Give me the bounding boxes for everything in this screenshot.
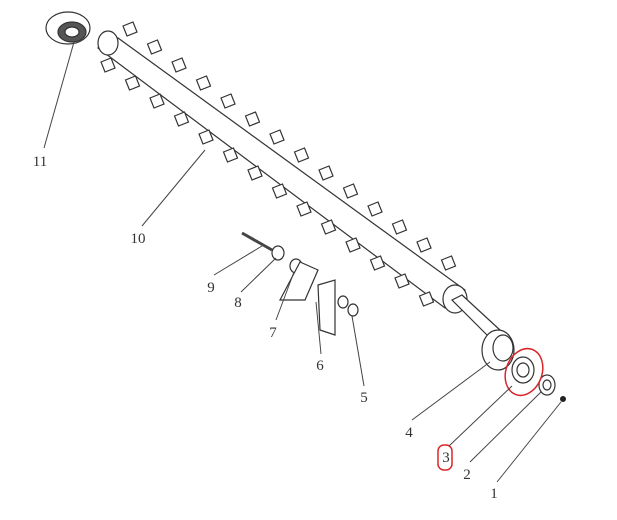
callout-label-1: 1 xyxy=(490,486,498,502)
leader-line-2 xyxy=(469,391,542,463)
callout-label-8: 8 xyxy=(234,295,242,311)
shaft-tab xyxy=(416,237,432,253)
shaft-tab xyxy=(391,219,408,235)
callout-label-10: 10 xyxy=(131,231,146,247)
callout-label-5: 5 xyxy=(360,390,368,406)
shaft-tab xyxy=(345,237,361,253)
leader-line-9 xyxy=(213,245,263,276)
bolt-part-9 xyxy=(241,231,273,252)
shaft-tab xyxy=(296,201,312,217)
shaft-tab xyxy=(171,57,187,73)
bushing-part-2 xyxy=(538,374,556,396)
shaft-tab xyxy=(122,21,138,37)
leader-line-6 xyxy=(315,301,322,355)
leader-line-5 xyxy=(351,315,365,387)
shaft-tab xyxy=(418,291,435,307)
shaft-tab xyxy=(318,165,334,181)
leader-line-8 xyxy=(240,257,277,293)
shaft-tab xyxy=(124,75,141,91)
bearing-housing-part-11 xyxy=(45,11,91,45)
callout-label-9: 9 xyxy=(207,280,215,296)
shaft-tab xyxy=(220,93,236,109)
shaft-tab xyxy=(100,57,116,73)
callout-label-7: 7 xyxy=(269,325,277,341)
highlight-ring-label-3 xyxy=(437,444,453,471)
leader-line-7 xyxy=(275,271,295,321)
shaft-tab xyxy=(146,39,163,55)
shaft-tab xyxy=(369,255,386,271)
leader-line-1 xyxy=(496,401,562,483)
blade-part-6 xyxy=(279,261,336,336)
leader-line-4 xyxy=(411,361,491,421)
highlight-ring-part-3 xyxy=(504,347,544,397)
callout-label-2: 2 xyxy=(463,467,471,483)
bearing-housing-part-4 xyxy=(481,329,515,371)
callout-label-6: 6 xyxy=(316,358,324,374)
shaft-tab xyxy=(247,165,263,181)
rotor-shaft-part-10 xyxy=(96,21,501,339)
leader-line-3 xyxy=(448,385,513,447)
grease-nipple-part-1 xyxy=(560,396,566,402)
shaft-tab xyxy=(342,183,359,199)
shaft-tab xyxy=(320,219,337,235)
shaft-tab xyxy=(195,75,212,91)
shaft-tab xyxy=(222,147,239,163)
shaft-tab xyxy=(149,93,165,109)
leader-line-10 xyxy=(141,149,206,227)
shaft-tab xyxy=(271,183,288,199)
callout-label-4: 4 xyxy=(405,425,413,441)
shaft-tab xyxy=(198,129,214,145)
callout-label-3: 3 xyxy=(442,450,450,466)
shaft-tab xyxy=(367,201,383,217)
seal-part-3 xyxy=(511,356,535,384)
washer-part-8 xyxy=(271,245,285,261)
shaft-tab xyxy=(293,147,310,163)
callout-label-11: 11 xyxy=(33,154,47,170)
shaft-tab xyxy=(244,111,261,127)
shaft-tab xyxy=(173,111,190,127)
nut-part-5a xyxy=(337,295,349,309)
shaft-tab xyxy=(394,273,410,289)
leader-line-11 xyxy=(43,41,75,149)
nut-part-5 xyxy=(347,303,359,317)
shaft-tab xyxy=(440,255,457,271)
shaft-tab xyxy=(269,129,285,145)
